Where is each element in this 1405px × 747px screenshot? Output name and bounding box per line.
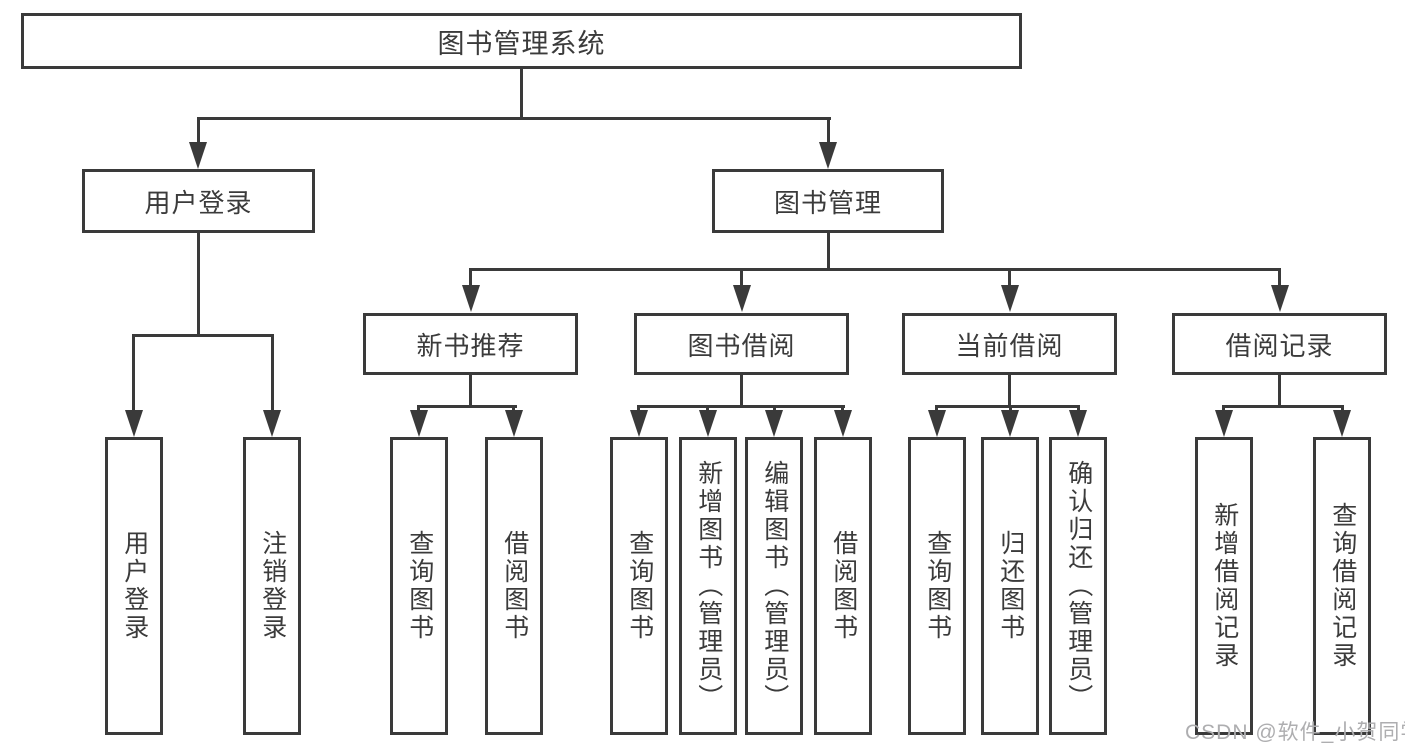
- arrow-down-icon: [1333, 410, 1351, 437]
- connector-line: [1077, 405, 1080, 413]
- leaf-query-books-current: 查询图书: [908, 437, 966, 735]
- connector-line: [1278, 268, 1281, 290]
- connector-line: [706, 405, 709, 413]
- connector-line: [1222, 405, 1225, 413]
- arrow-down-icon: [765, 410, 783, 437]
- node-label: 确认归还（管理员）: [1064, 460, 1093, 712]
- node-book-management: 图书管理: [712, 169, 944, 233]
- connector-line: [520, 68, 523, 119]
- node-label: 注销登录: [258, 530, 287, 642]
- node-label: 当前借阅: [955, 330, 1064, 361]
- connector-line: [740, 268, 743, 290]
- node-label: 图书管理系统: [437, 28, 606, 59]
- node-label: 新书推荐: [416, 330, 525, 361]
- connector-line: [417, 405, 517, 408]
- arrow-down-icon: [630, 410, 648, 437]
- connector-line: [469, 268, 1281, 271]
- node-current-borrowing: 当前借阅: [902, 313, 1117, 375]
- leaf-add-books-admin: 新增图书（管理员）: [679, 437, 737, 735]
- connector-line: [1278, 375, 1281, 407]
- connector-line: [637, 405, 640, 413]
- leaf-borrow-books: 借阅图书: [814, 437, 872, 735]
- connector-line: [827, 117, 830, 147]
- leaf-add-borrow-record: 新增借阅记录: [1195, 437, 1253, 735]
- leaf-edit-books-admin: 编辑图书（管理员）: [745, 437, 803, 735]
- node-label: 借阅图书: [500, 530, 529, 642]
- arrow-down-icon: [1215, 410, 1233, 437]
- node-label: 查询图书: [923, 530, 952, 642]
- arrow-down-icon: [834, 410, 852, 437]
- leaf-confirm-return-admin: 确认归还（管理员）: [1049, 437, 1107, 735]
- arrow-down-icon: [733, 285, 751, 312]
- node-label: 查询图书: [405, 530, 434, 642]
- arrow-down-icon: [819, 142, 837, 169]
- node-label: 查询图书: [625, 530, 654, 642]
- leaf-borrow-books-recommend: 借阅图书: [485, 437, 543, 735]
- arrow-down-icon: [1001, 410, 1019, 437]
- node-book-borrowing: 图书借阅: [634, 313, 849, 375]
- leaf-return-books: 归还图书: [981, 437, 1039, 735]
- connector-line: [512, 405, 515, 413]
- arrow-down-icon: [928, 410, 946, 437]
- connector-line: [773, 405, 776, 413]
- node-label: 借阅图书: [829, 530, 858, 642]
- connector-line: [469, 375, 472, 407]
- connector-line: [841, 405, 844, 413]
- node-label: 图书借阅: [687, 330, 796, 361]
- connector-line: [935, 405, 1080, 408]
- connector-line: [271, 334, 274, 412]
- arrow-down-icon: [505, 410, 523, 437]
- node-label: 编辑图书（管理员）: [760, 460, 789, 712]
- connector-line: [197, 117, 831, 120]
- connector-line: [1008, 375, 1011, 407]
- arrow-down-icon: [462, 285, 480, 312]
- leaf-user-login: 用户登录: [105, 437, 163, 735]
- connector-line: [827, 233, 830, 271]
- arrow-down-icon: [189, 142, 207, 169]
- connector-line: [740, 375, 743, 407]
- node-label: 归还图书: [996, 530, 1025, 642]
- node-user-login: 用户登录: [82, 169, 315, 233]
- arrow-down-icon: [1069, 410, 1087, 437]
- connector-line: [637, 405, 845, 408]
- leaf-query-borrow-record: 查询借阅记录: [1313, 437, 1371, 735]
- connector-line: [417, 405, 420, 413]
- arrow-down-icon: [699, 410, 717, 437]
- connector-line: [132, 334, 274, 337]
- arrow-down-icon: [1001, 285, 1019, 312]
- leaf-query-books-borrowing: 查询图书: [610, 437, 668, 735]
- leaf-query-books-recommend: 查询图书: [390, 437, 448, 735]
- node-label: 用户登录: [144, 187, 253, 218]
- arrow-down-icon: [263, 410, 281, 437]
- node-label: 借阅记录: [1225, 330, 1334, 361]
- node-borrowing-records: 借阅记录: [1172, 313, 1387, 375]
- node-library-management-system: 图书管理系统: [21, 13, 1022, 69]
- node-label: 新增图书（管理员）: [694, 460, 723, 712]
- connector-line: [1009, 405, 1012, 413]
- node-new-book-recommendation: 新书推荐: [363, 313, 578, 375]
- connector-line: [935, 405, 938, 413]
- node-label: 图书管理: [773, 187, 882, 218]
- connector-line: [197, 117, 200, 147]
- node-label: 用户登录: [120, 530, 149, 642]
- connector-line: [1222, 405, 1344, 408]
- connector-line: [197, 233, 200, 336]
- node-label: 查询借阅记录: [1328, 502, 1357, 670]
- leaf-logout: 注销登录: [243, 437, 301, 735]
- arrow-down-icon: [1271, 285, 1289, 312]
- connector-line: [1008, 268, 1011, 290]
- arrow-down-icon: [125, 410, 143, 437]
- connector-line: [1341, 405, 1344, 413]
- csdn-watermark: CSDN @软件_小贺同学: [1185, 721, 1405, 744]
- connector-line: [469, 268, 472, 290]
- arrow-down-icon: [410, 410, 428, 437]
- connector-line: [132, 334, 135, 412]
- node-label: 新增借阅记录: [1210, 502, 1239, 670]
